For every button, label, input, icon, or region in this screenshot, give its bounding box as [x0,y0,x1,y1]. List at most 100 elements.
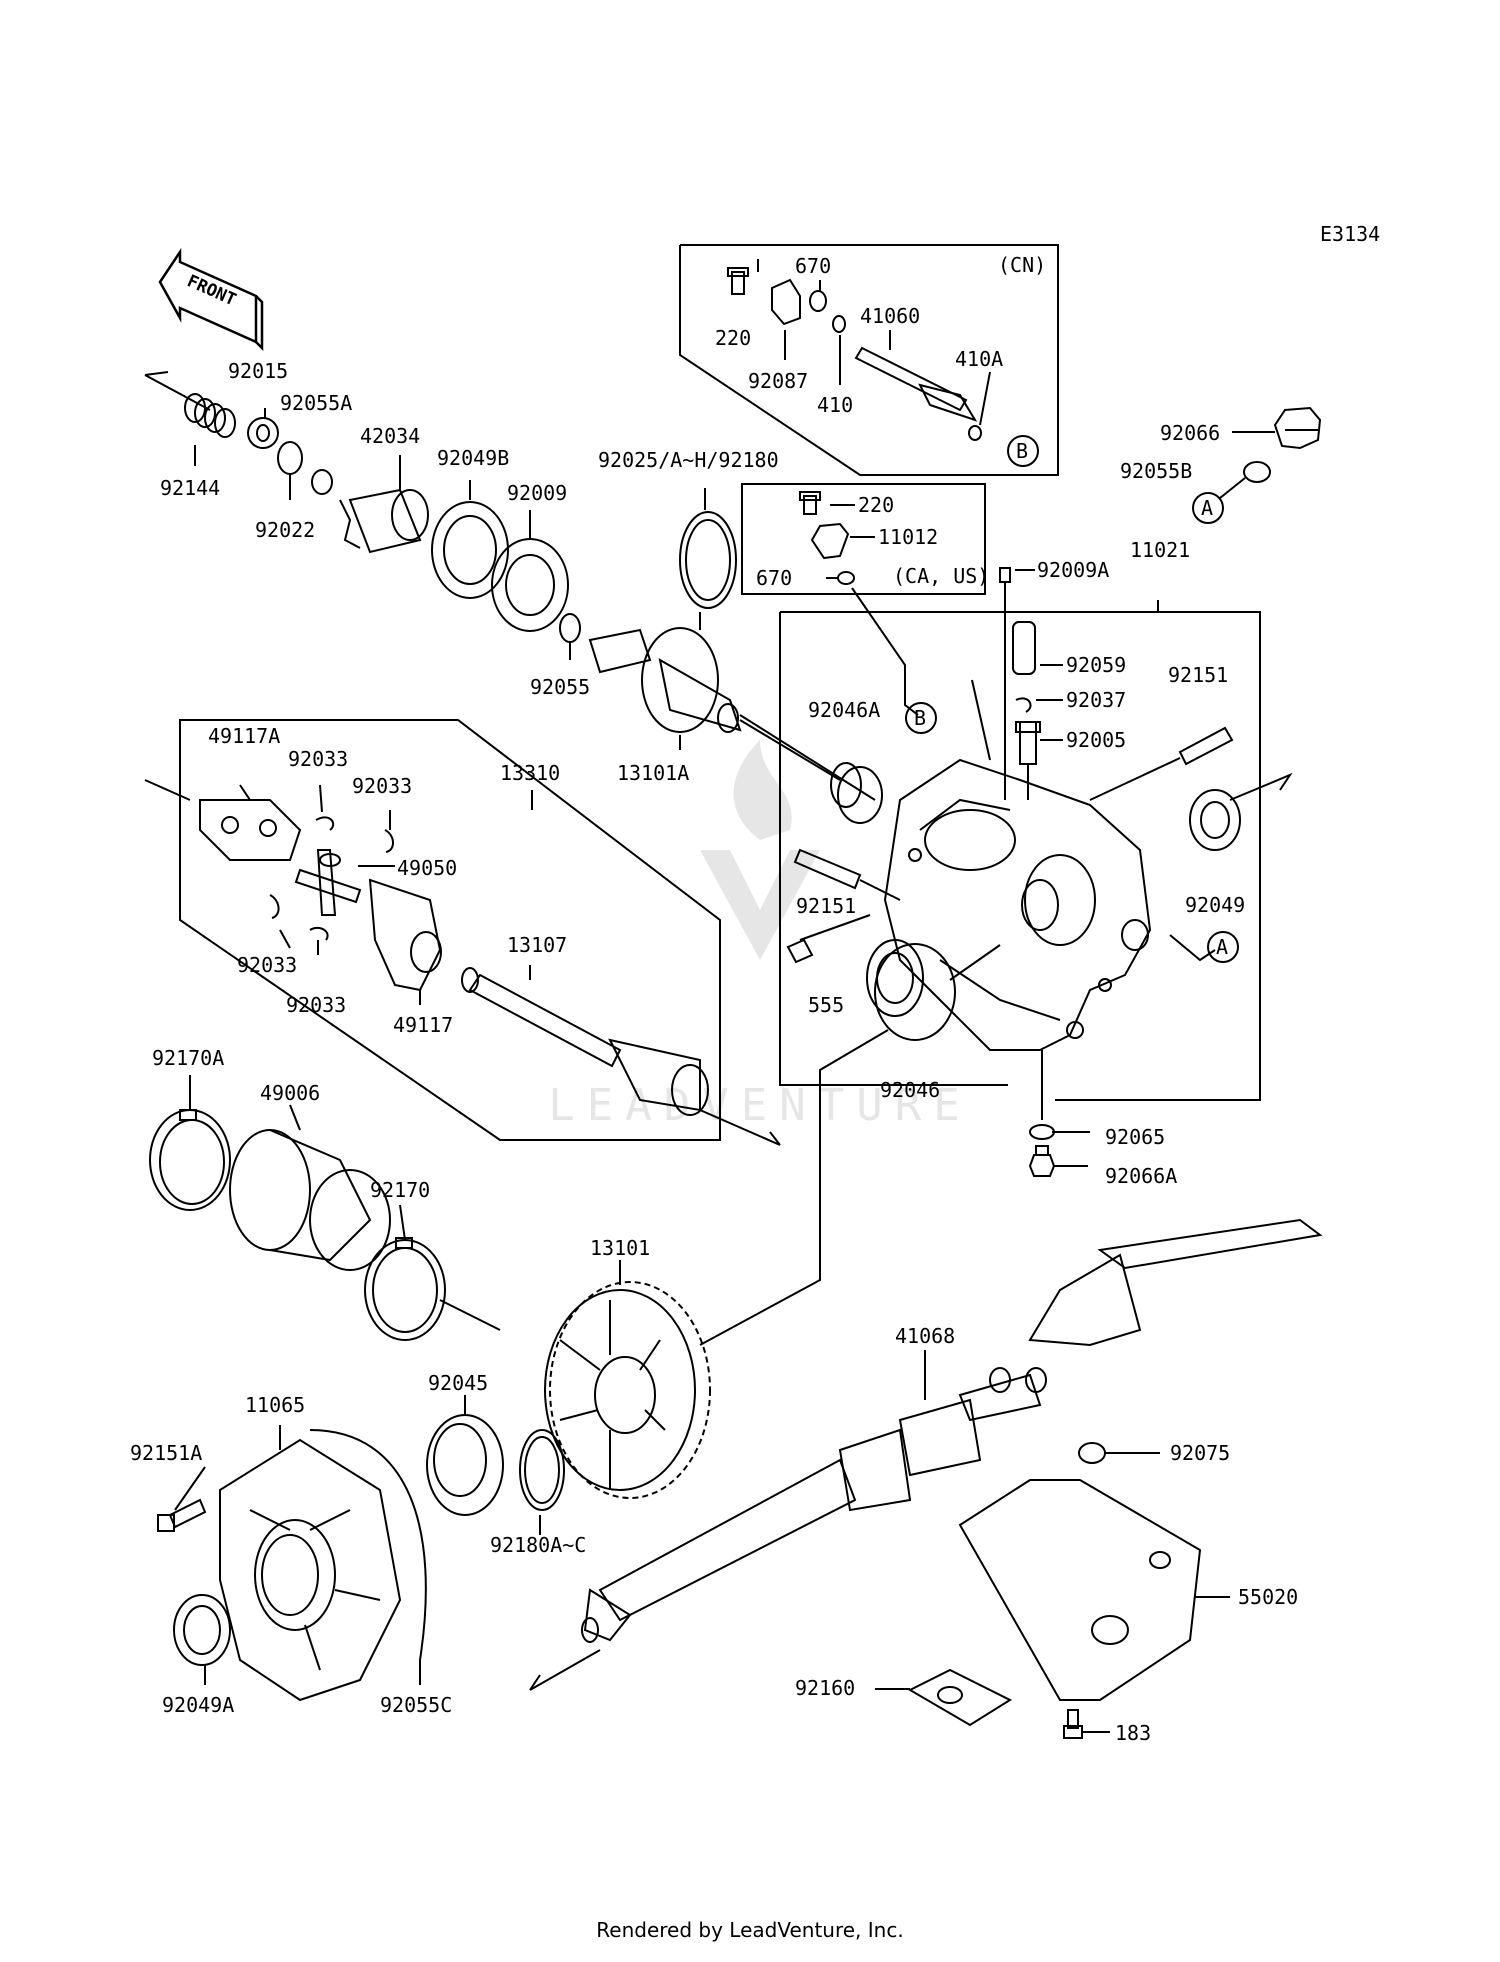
watermark-logo [700,740,820,960]
label-55020: 55020 [1238,1585,1298,1609]
diagram-code: E3134 [1320,222,1380,246]
label-49050: 49050 [397,856,457,880]
label-92160: 92160 [795,1676,855,1700]
part-92055-oring [559,613,581,643]
label-670: 670 [795,254,831,278]
part-92049-seal-inner [1200,801,1230,839]
marker-a-right-top-label: A [1201,496,1213,520]
label-11065: 11065 [245,1393,305,1417]
label-92144: 92144 [160,476,220,500]
part-220-bolt-b [799,491,821,515]
label-92087: 92087 [748,369,808,393]
label-92151-left: 92151 [796,894,856,918]
part-92033-clip-d [309,926,329,941]
part-670-oring-b [837,571,855,585]
part-42034-coupling [339,488,429,554]
label-92025: 92025/A~H/92180 [598,448,779,472]
part-555-dowel [786,938,814,964]
part-92015-nut [247,417,279,449]
label-92170A: 92170A [152,1046,224,1070]
leader-92151-right [1089,757,1181,801]
arrow-13310-out [699,1109,781,1146]
label-92009: 92009 [507,481,567,505]
part-41060-shaft [854,346,978,422]
part-92009-bearing [491,538,569,632]
label-11021: 11021 [1130,538,1190,562]
part-92055B-oring [1243,461,1271,483]
label-220: 220 [715,326,751,350]
label-670-b: 670 [756,566,792,590]
part-92160-bracket [907,1668,1013,1727]
marker-a-right-mid [1207,931,1239,963]
label-92170: 92170 [370,1178,430,1202]
label-183: 183 [1115,1721,1151,1745]
part-92049A-seal [173,1594,231,1666]
part-92170-clamp [364,1237,446,1341]
label-92046: 92046 [880,1078,940,1102]
label-92033-c: 92033 [237,953,297,977]
part-49117-yoke [368,878,442,992]
part-92045-bearing [426,1414,504,1516]
marker-a-right-top [1192,492,1224,524]
marker-b-mid [905,702,937,734]
label-92009A: 92009A [1037,558,1109,582]
ca-us-callout-box [741,483,986,595]
part-11065-cover [219,1438,402,1702]
part-49050-cross [294,849,362,916]
label-92066A: 92066A [1105,1164,1177,1188]
label-92033-b: 92033 [352,774,412,798]
label-92049A: 92049A [162,1693,234,1717]
label-11012: 11012 [878,525,938,549]
part-92151-stud-left [793,848,862,890]
part-183-bolt [1063,1709,1083,1739]
arrow-left-13310 [144,779,191,801]
part-220-bolt [727,267,749,295]
label-92046A: 92046A [808,698,880,722]
leader-555 [799,914,871,941]
label-92037: 92037 [1066,688,1126,712]
part-13101A-pinion-gear [588,627,742,733]
part-92049-seal [1189,789,1241,851]
leader-ca-us-to-b [851,587,919,716]
arrow-92046A [739,714,876,801]
label-92005: 92005 [1066,728,1126,752]
label-92033-a: 92033 [288,747,348,771]
part-41068-shaft [581,1218,1323,1643]
label-49006: 49006 [260,1081,320,1105]
part-92033-clip-a [315,816,335,831]
front-arrow-icon: FRONT [158,247,264,352]
label-92151A: 92151A [130,1441,202,1465]
part-92005-fitting [1015,721,1041,765]
leader-92046-down [699,1029,889,1346]
part-92151A-bolt [157,1498,207,1532]
label-49117: 49117 [393,1013,453,1037]
label-92022: 92022 [255,518,315,542]
part-92066A-plug [1028,1145,1056,1177]
label-92015: 92015 [228,359,288,383]
label-92059: 92059 [1066,653,1126,677]
part-49117A-yoke [199,799,302,861]
bracket-13310 [179,719,721,1141]
footer-credit: Rendered by LeadVenture, Inc. [596,1918,904,1942]
note-ca-us: (CA, US) [893,564,989,588]
label-410A: 410A [955,347,1003,371]
leader-92046 [949,944,1001,981]
label-92055C: 92055C [380,1693,452,1717]
label-92045: 92045 [428,1371,488,1395]
part-92033-clip-c [269,894,280,919]
part-92055A-oring [311,469,333,495]
leader-92055B [1219,477,1246,499]
watermark-text: LEADVENTURE [548,1080,971,1131]
label-92066: 92066 [1160,421,1220,445]
part-92151-stud-right [1178,726,1234,766]
label-555: 555 [808,993,844,1017]
part-92055C-oring [309,1429,427,1661]
part-labels: 670 220 92087 410 41060 410A 92066 92055… [130,254,1298,1745]
label-42034: 42034 [360,424,420,448]
label-41060: 41060 [860,304,920,328]
bracket-11021 [779,600,1261,1101]
label-13101: 13101 [590,1236,650,1260]
part-92144-spring [184,393,236,438]
part-92049B-seal [431,501,509,599]
